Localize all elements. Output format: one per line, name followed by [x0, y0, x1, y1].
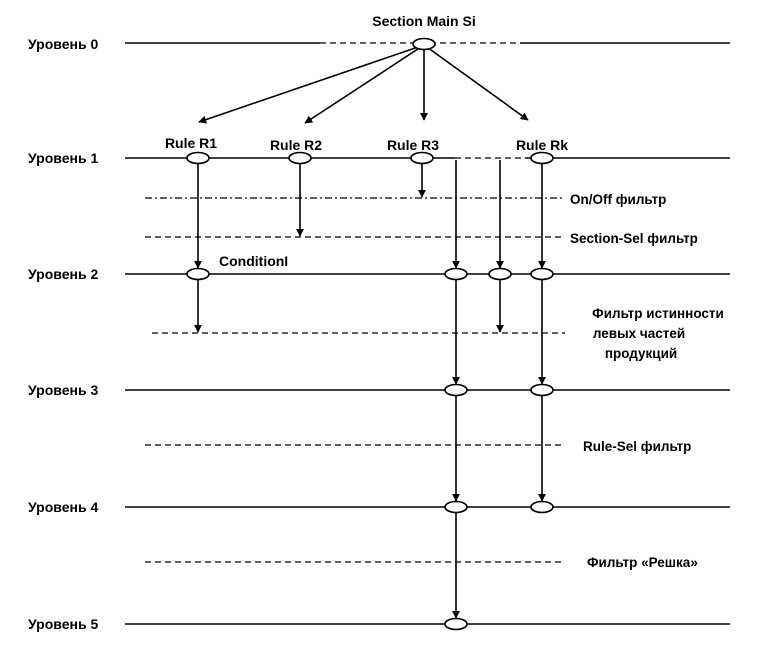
- node-level-3-col-a: [444, 383, 468, 397]
- node-level-4-rk: [530, 500, 554, 514]
- truth-filter-label-line-1: Фильтр истинности: [592, 306, 724, 321]
- level-0-label: Уровень 0: [28, 36, 98, 52]
- truth-filter-label-line-2: левых частей: [593, 326, 685, 341]
- arrow-section-to-r2: [304, 44, 425, 124]
- level-1-label: Уровень 1: [28, 150, 98, 166]
- truth-filter-label-line-3: продукций: [605, 346, 677, 361]
- arrow-section-to-rk: [423, 44, 529, 121]
- level-4-label: Уровень 4: [28, 499, 98, 515]
- node-condition-r1: [186, 267, 210, 281]
- node-level-3-rk: [530, 383, 554, 397]
- on-off-filter-label: On/Off фильтр: [570, 192, 666, 207]
- level-5-label: Уровень 5: [28, 616, 98, 632]
- node-level-5-col-a: [444, 617, 468, 631]
- node-rule-rk: [530, 151, 554, 165]
- level-2-label: Уровень 2: [28, 266, 98, 282]
- section-main-label: Section Main Si: [372, 13, 475, 29]
- condition-label: ConditionI: [219, 253, 288, 269]
- node-level-2-col-a: [444, 267, 468, 281]
- rule-r2-label: Rule R2: [270, 137, 322, 153]
- node-level-2-rk: [530, 267, 554, 281]
- section-sel-filter-label: Section-Sel фильтр: [570, 231, 698, 246]
- level-3-label: Уровень 3: [28, 382, 98, 398]
- arrow-section-to-r1: [198, 44, 425, 124]
- node-rule-r1: [186, 151, 210, 165]
- reshka-filter-label: Фильтр «Решка»: [587, 555, 698, 570]
- node-section-main: [412, 37, 436, 51]
- node-level-2-col-b: [488, 267, 512, 281]
- node-rule-r2: [288, 151, 312, 165]
- rule-r1-label: Rule R1: [165, 135, 217, 151]
- rule-rk-label: Rule Rk: [516, 137, 568, 153]
- node-rule-r3: [410, 151, 434, 165]
- node-level-4-col-a: [444, 500, 468, 514]
- rule-r3-label: Rule R3: [387, 137, 439, 153]
- rule-sel-filter-label: Rule-Sel фильтр: [583, 439, 691, 454]
